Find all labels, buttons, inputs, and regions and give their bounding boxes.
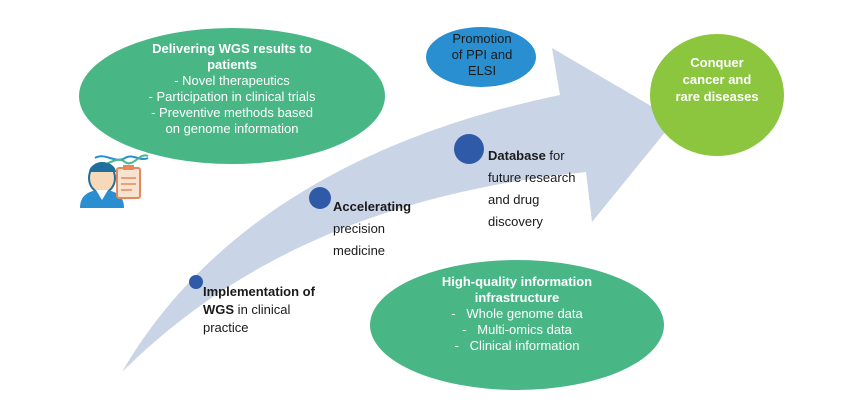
- milestone-wgs-rest: in clinical practice: [203, 302, 291, 335]
- milestone-wgs-bold: Implementation of WGS: [203, 284, 315, 317]
- promotion-text: Promotion of PPI and ELSI: [451, 31, 513, 78]
- infrastructure-title: High-quality information infrastructure: [441, 274, 593, 305]
- infrastructure-ellipse: [370, 260, 664, 390]
- patients-item: - Preventive methods based on genome inf…: [151, 105, 313, 136]
- milestone-database: Database for future research and drug di…: [488, 145, 592, 233]
- milestone-dot-wgs: [189, 275, 203, 289]
- patients-ellipse-title: Delivering WGS results to patients: [152, 41, 312, 72]
- patients-ellipse: [79, 28, 385, 164]
- milestone-dot-precision: [309, 187, 331, 209]
- milestone-precision: Accelerating precision medicine: [333, 196, 428, 262]
- milestone-database-bold: Database: [488, 148, 546, 163]
- infrastructure-ellipse-text: High-quality information infrastructure …: [400, 274, 634, 354]
- promotion-ellipse: [426, 27, 536, 87]
- milestone-precision-bold: Accelerating: [333, 199, 412, 214]
- doctor-with-dna-icon: [80, 154, 149, 208]
- goal-text: Conquer cancer and rare diseases: [675, 55, 759, 104]
- progress-arrow: [122, 48, 675, 372]
- infrastructure-item: - Whole genome data: [451, 306, 583, 321]
- patients-item: - Participation in clinical trials: [148, 89, 316, 104]
- patients-ellipse-text: Delivering WGS results to patients - Nov…: [112, 41, 352, 137]
- patients-item: - Novel therapeutics: [174, 73, 290, 88]
- milestone-wgs: Implementation of WGS in clinical practi…: [203, 283, 323, 337]
- infrastructure-item: - Clinical information: [454, 338, 580, 353]
- infrastructure-item: - Multi-omics data: [462, 322, 572, 337]
- milestone-precision-rest: precision medicine: [333, 221, 386, 258]
- milestone-database-rest: for future research and drug discovery: [488, 148, 576, 229]
- milestone-dot-database: [454, 134, 484, 164]
- goal-circle: [650, 34, 784, 156]
